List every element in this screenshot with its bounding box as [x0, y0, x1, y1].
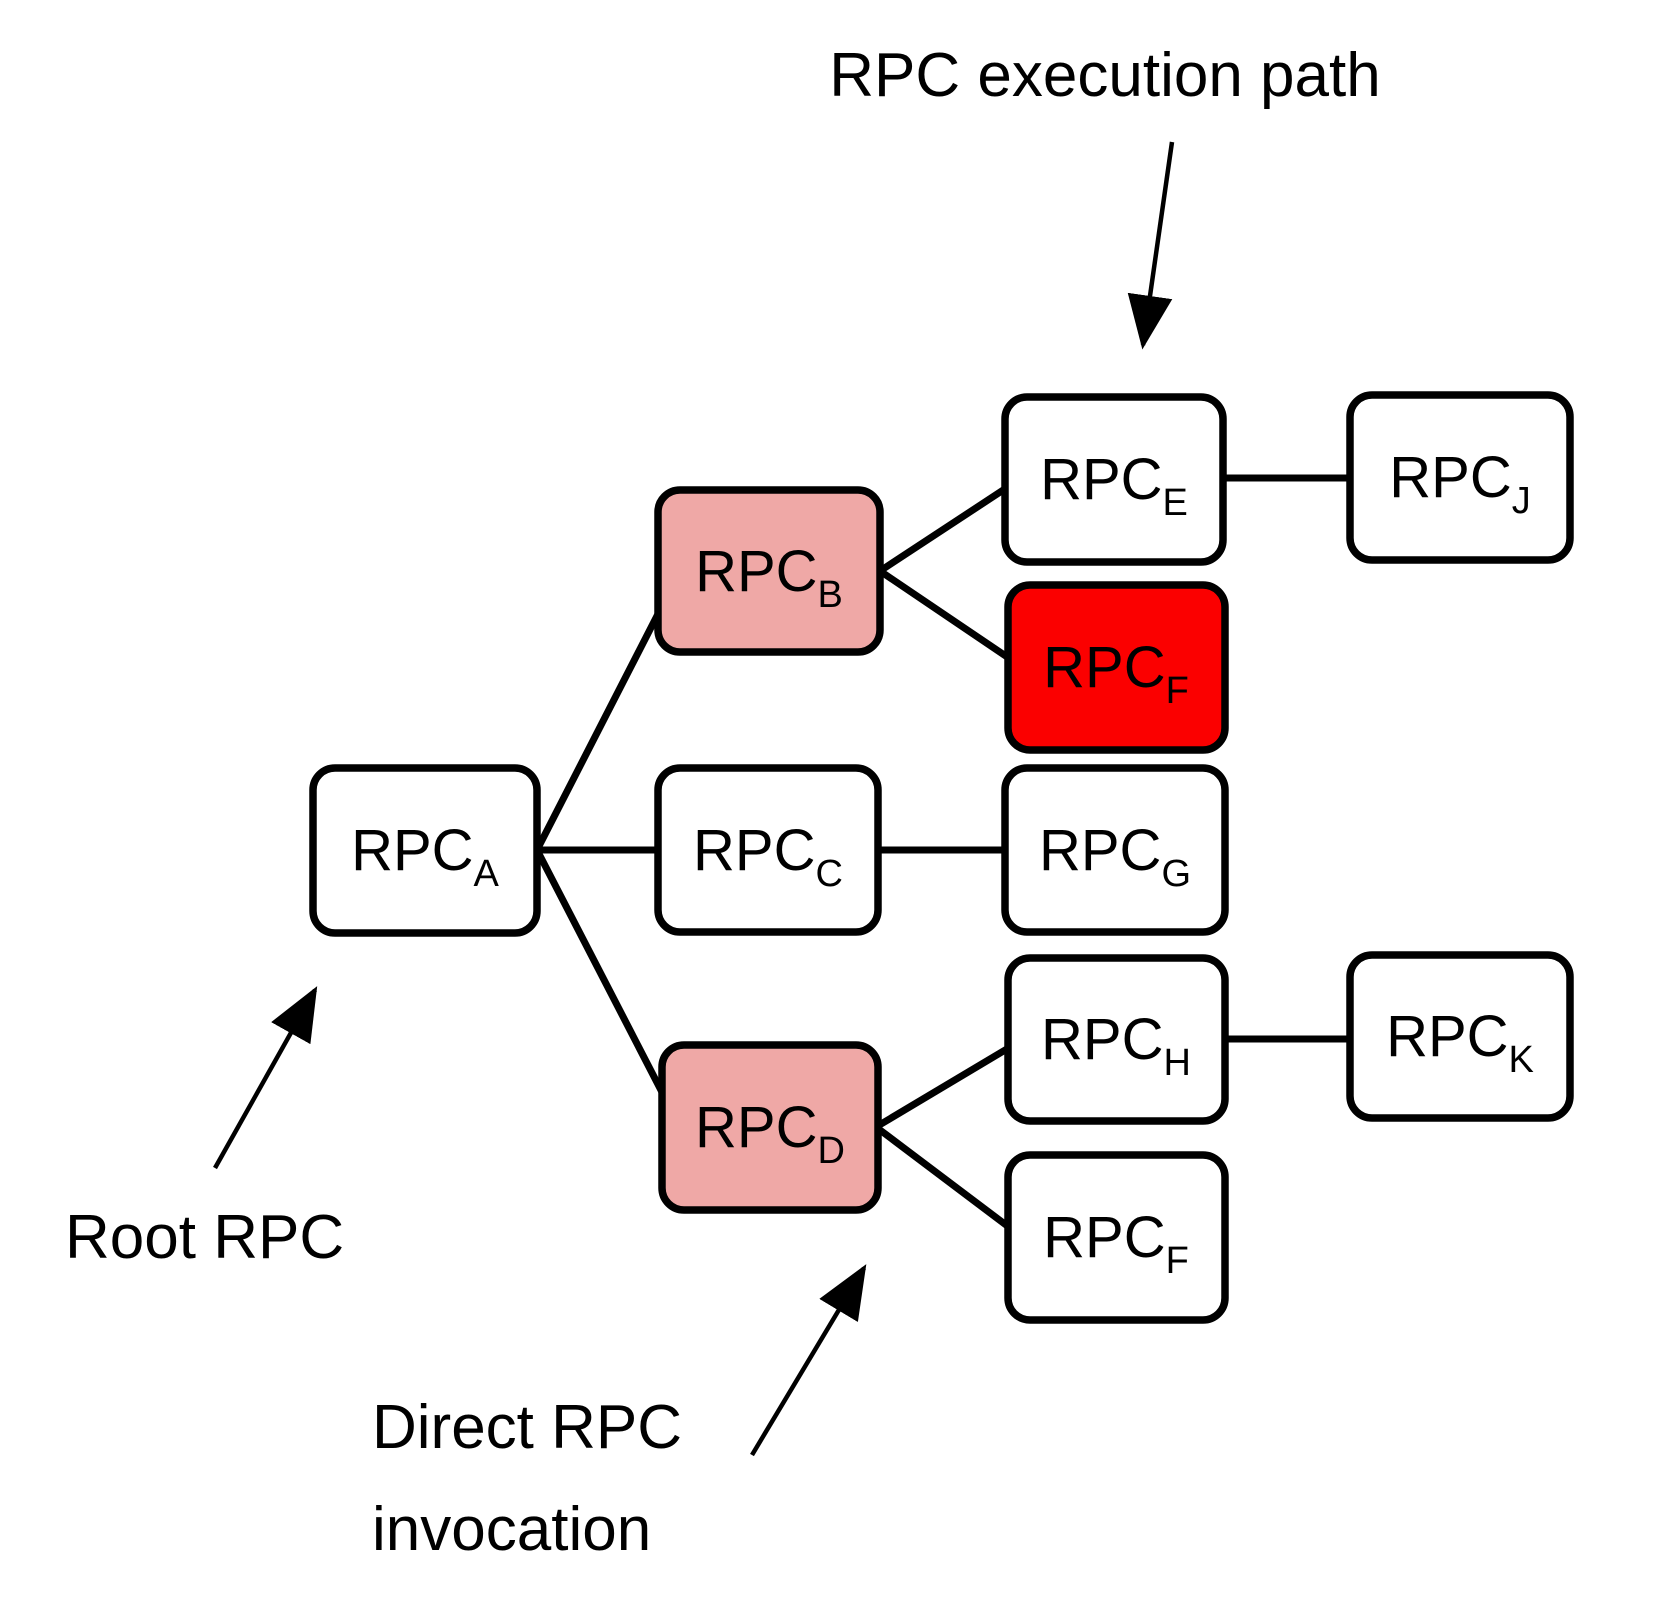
- execution-path-arrow: [1127, 141, 1175, 350]
- node-rpc-e: RPCE: [1001, 393, 1227, 566]
- nodes: RPCA RPCB RPCC RPCD RPCE RPCF: [309, 391, 1574, 1324]
- node-rpc-k: RPCK: [1346, 951, 1574, 1122]
- annotation-labels: RPC execution path Root RPC Direct RPC i…: [65, 41, 1381, 1564]
- node-rpc-d-label: RPCD: [695, 1095, 845, 1172]
- node-rpc-g: RPCG: [1001, 764, 1229, 936]
- node-rpc-b-box: [654, 486, 884, 656]
- node-rpc-e-label: RPCE: [1040, 447, 1188, 524]
- node-rpc-b: RPCB: [654, 486, 884, 656]
- node-rpc-h-box: [1004, 954, 1229, 1125]
- node-rpc-b-label: RPCB: [695, 539, 843, 616]
- node-rpc-f-white-label: RPCF: [1043, 1205, 1189, 1282]
- direct-invocation-label-line1: Direct RPC: [372, 1393, 682, 1462]
- node-rpc-e-box: [1001, 393, 1227, 566]
- edge-a-d: [533, 848, 684, 1129]
- node-rpc-d-box: [658, 1041, 882, 1214]
- node-rpc-f-white-box: [1004, 1151, 1229, 1324]
- node-rpc-a-label: RPCA: [351, 818, 499, 895]
- edge-b-e: [878, 476, 1022, 574]
- node-rpc-d: RPCD: [658, 1041, 882, 1214]
- node-rpc-g-label: RPCG: [1039, 818, 1191, 895]
- annotation-arrows: [213, 141, 1175, 1457]
- node-rpc-c-box: [654, 764, 882, 936]
- direct-invocation-label-line2: invocation: [372, 1495, 651, 1564]
- direct-invocation-arrow: [750, 1264, 867, 1457]
- root-rpc-label: Root RPC: [65, 1203, 344, 1272]
- node-rpc-h-label: RPCH: [1041, 1007, 1191, 1084]
- node-rpc-k-label: RPCK: [1386, 1004, 1534, 1081]
- edge-b-f: [878, 568, 1024, 670]
- node-rpc-j: RPCJ: [1346, 391, 1574, 564]
- node-rpc-f-red-label: RPCF: [1043, 635, 1189, 712]
- node-rpc-a: RPCA: [309, 764, 541, 937]
- node-rpc-h: RPCH: [1004, 954, 1229, 1125]
- execution-path-label: RPC execution path: [829, 41, 1380, 110]
- root-rpc-arrow: [213, 986, 318, 1170]
- node-rpc-g-box: [1001, 764, 1229, 936]
- edge-d-h: [874, 1036, 1024, 1131]
- node-rpc-f-red-box: [1004, 581, 1229, 754]
- node-rpc-c-label: RPCC: [693, 818, 843, 895]
- node-rpc-f-red: RPCF: [1004, 581, 1229, 754]
- node-rpc-c: RPCC: [654, 764, 882, 936]
- node-rpc-a-box: [309, 764, 541, 937]
- node-rpc-j-label: RPCJ: [1389, 445, 1530, 522]
- node-rpc-j-box: [1346, 391, 1574, 564]
- node-rpc-f-white: RPCF: [1004, 1151, 1229, 1324]
- node-rpc-k-box: [1346, 951, 1574, 1122]
- edge-d-f2: [873, 1124, 1025, 1240]
